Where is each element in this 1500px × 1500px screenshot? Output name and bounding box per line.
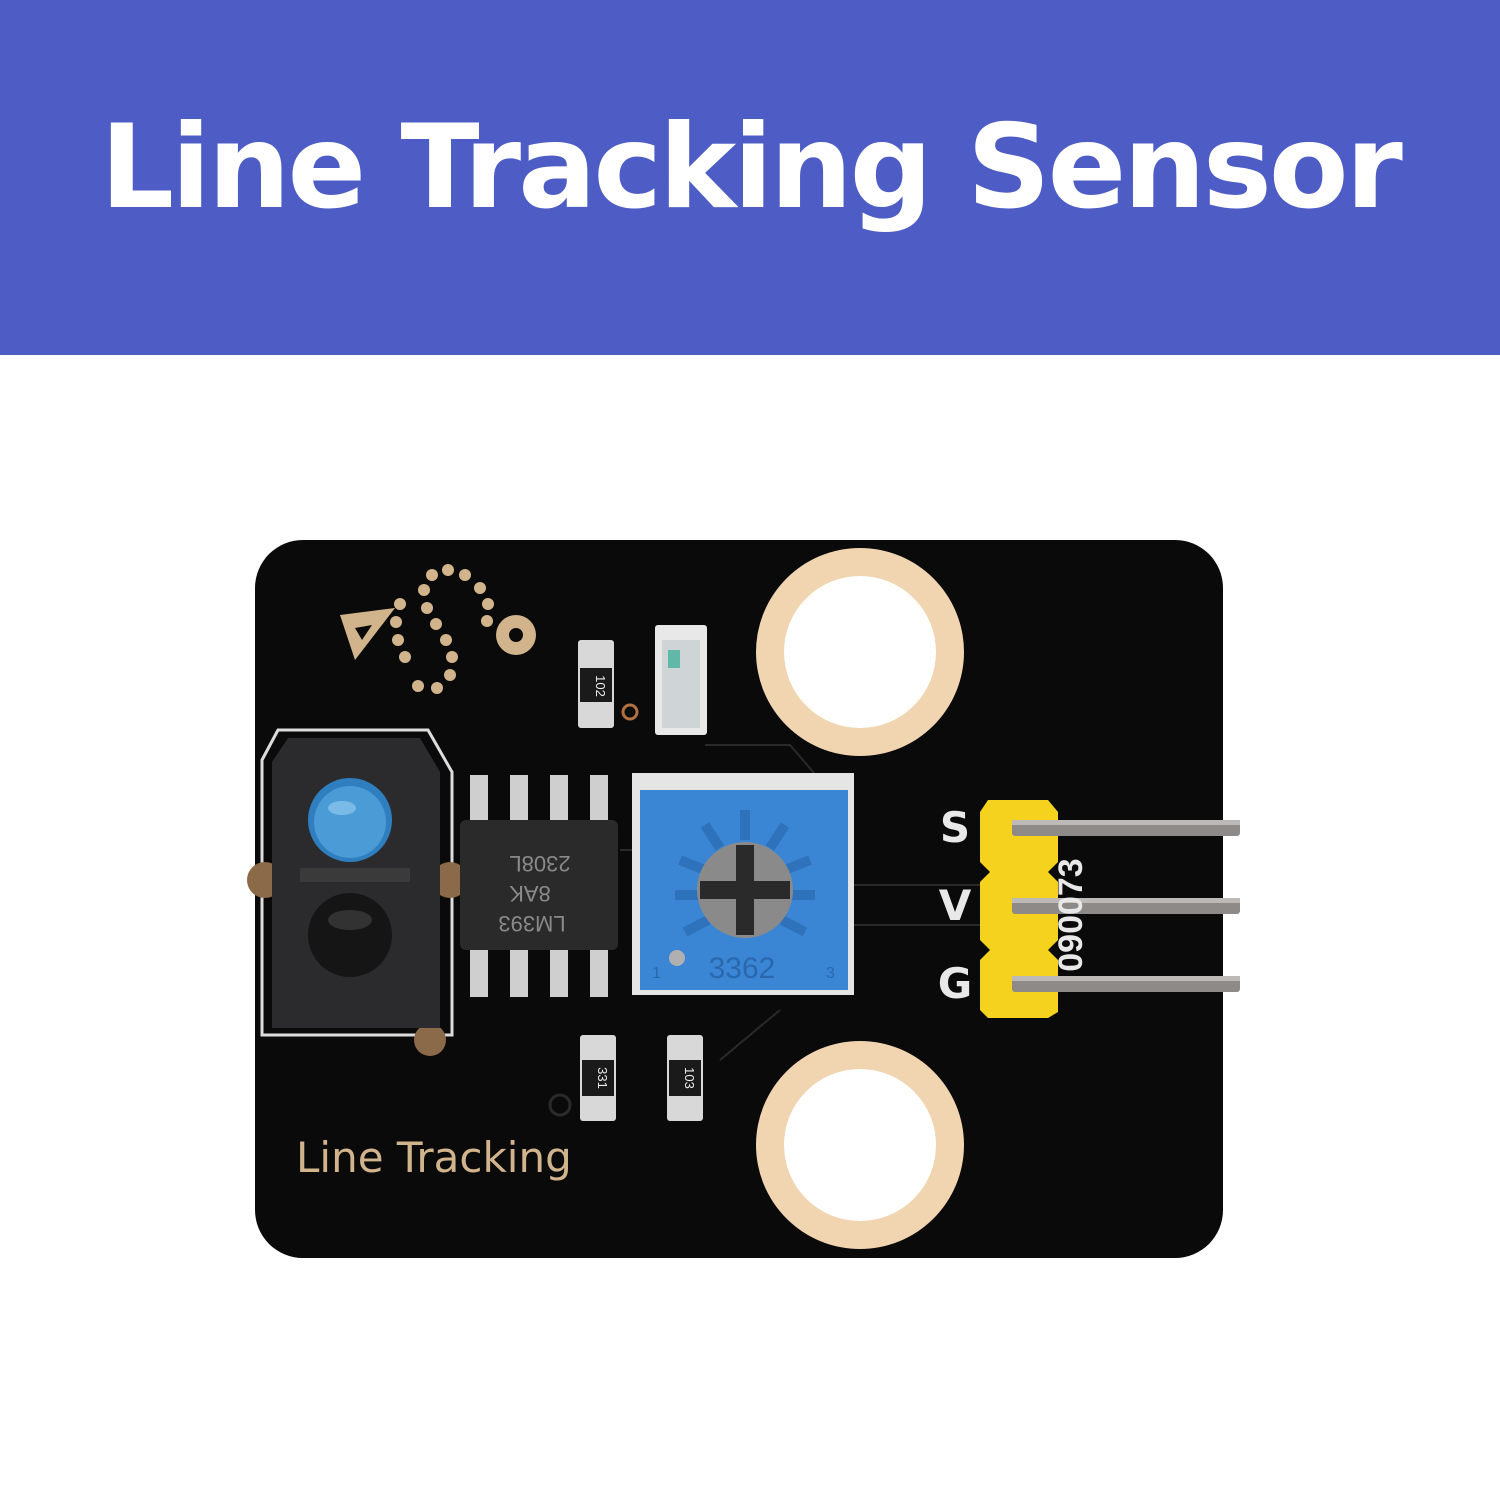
comparator-ic: 2308L 8AK LM393 [460,775,618,997]
status-led [655,625,707,735]
ir-sensor [247,728,468,1056]
mounting-hole-bottom [756,1041,964,1249]
svg-text:103: 103 [682,1067,697,1089]
potentiometer[interactable]: 3362 1 3 [632,773,854,995]
board-label: Line Tracking [296,1133,572,1182]
line-path-icon [340,564,536,694]
sensor-board: 102 2308 [247,540,1240,1258]
pin-label-g: G [938,959,972,1008]
page-title: Line Tracking Sensor [100,99,1403,235]
svg-text:090073: 090073 [1052,858,1090,971]
svg-text:3362: 3362 [709,952,776,985]
pin-label-s: S [940,803,970,852]
svg-text:2308L: 2308L [509,851,570,876]
svg-text:8AK: 8AK [509,881,551,906]
svg-text:1: 1 [652,965,661,982]
pin-label-v: V [939,881,972,930]
pin-header: S V G 090073 [938,800,1240,1018]
svg-text:3: 3 [826,965,835,982]
svg-text:102: 102 [593,675,608,697]
resistor-103: 103 [667,1035,703,1121]
svg-text:331: 331 [595,1067,610,1089]
svg-text:LM393: LM393 [498,911,565,936]
resistor-331: 331 [580,1035,616,1121]
mounting-hole-top [756,548,964,756]
product-photo: 102 2308 [0,355,1500,1500]
resistor-102: 102 [578,640,614,728]
title-banner: Line Tracking Sensor [0,0,1500,355]
